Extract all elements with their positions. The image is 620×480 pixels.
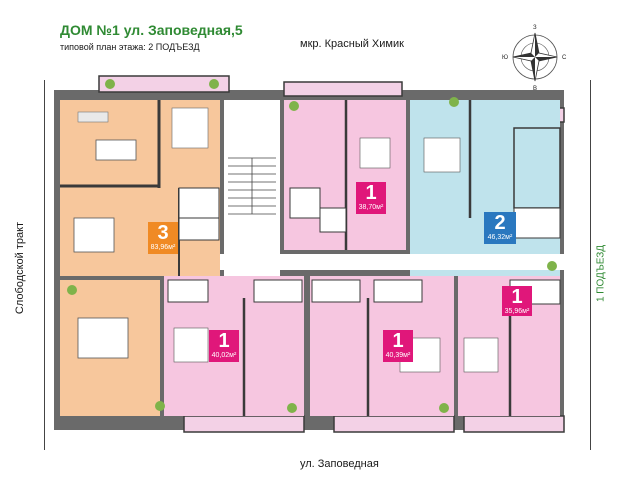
compass-east: С	[562, 55, 567, 61]
apartment-area: 83,96м²	[150, 244, 176, 251]
rooms-count: 2	[494, 212, 506, 234]
compass-icon: З В Ю С	[502, 25, 567, 90]
apartment-badge-1a[interactable]: 1 38,70м²	[356, 182, 386, 214]
floor-plan	[54, 75, 565, 433]
compass-north: З	[533, 25, 537, 31]
balcony	[98, 75, 230, 93]
apartment-badge-1b[interactable]: 1 40,02м²	[209, 330, 239, 362]
balcony	[463, 415, 565, 433]
rooms-count: 3	[157, 222, 169, 244]
apartment-badge-1c[interactable]: 1 40,39м²	[383, 330, 413, 362]
apartment-area: 40,02м²	[211, 352, 237, 359]
street-left-label: Слободской тракт	[14, 221, 26, 315]
apartment-badge-1d[interactable]: 1 35,96м²	[502, 286, 532, 316]
balcony	[333, 415, 455, 433]
floor-plan-subtitle: типовой план этажа: 2 ПОДЪЕЗД	[60, 42, 200, 52]
apartment-area: 40,39м²	[385, 352, 411, 359]
district-label: мкр. Красный Химик	[300, 38, 404, 50]
compass-south: В	[533, 86, 537, 90]
balcony	[183, 415, 305, 433]
rooms-count: 1	[365, 182, 377, 204]
left-site-line	[44, 80, 45, 450]
page-title: ДОМ №1 ул. Заповедная,5	[60, 22, 243, 38]
rooms-count: 1	[218, 330, 230, 352]
street-bottom-label: ул. Заповедная	[300, 458, 379, 470]
entrance-label: 1 ПОДЪЕЗД	[595, 244, 607, 303]
apartment-area: 35,96м²	[504, 308, 530, 315]
apartment-area: 46,32м²	[487, 234, 513, 241]
apartment-area: 38,70м²	[358, 204, 384, 211]
apartment-badge-2[interactable]: 2 46,32м²	[484, 212, 516, 244]
rooms-count: 1	[392, 330, 404, 352]
compass-west: Ю	[502, 55, 508, 61]
right-site-line	[590, 80, 591, 450]
rooms-count: 1	[511, 286, 523, 308]
apartment-badge-3[interactable]: 3 83,96м²	[148, 222, 178, 254]
balcony	[283, 81, 403, 97]
